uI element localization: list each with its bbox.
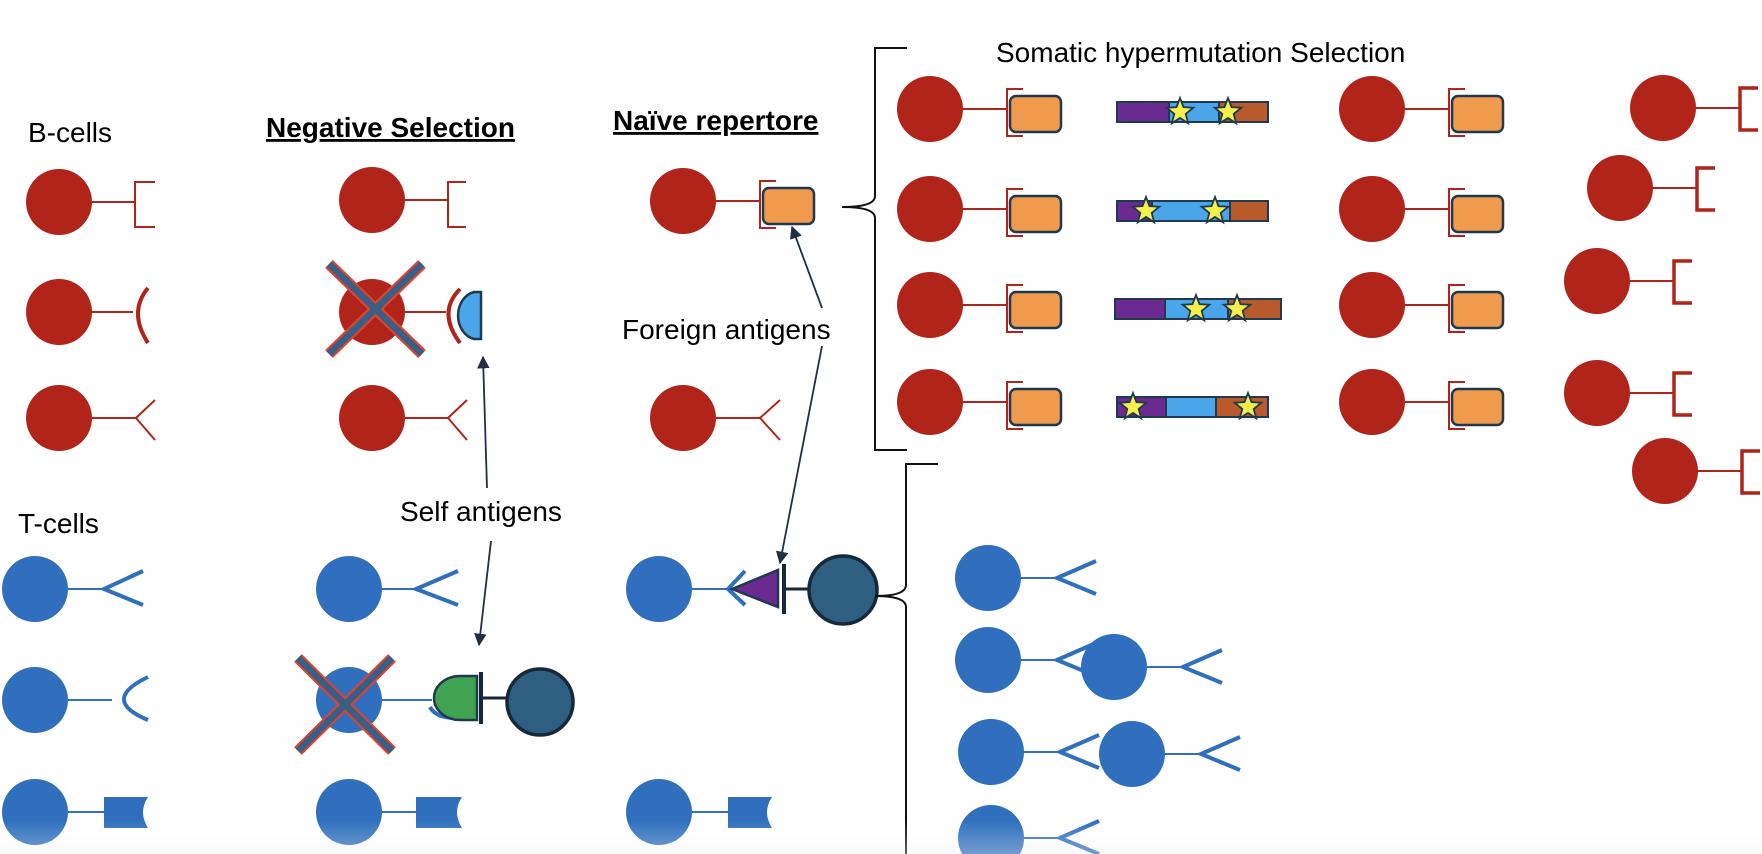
t-cell-notch-receptor [2,779,148,845]
selected-b-cells [1339,76,1505,435]
negative-selection-heading: Negative Selection [266,112,515,143]
neg-t-cell-notch [316,779,462,845]
expanded-t-cell [958,805,1100,854]
cross-mark-icon [325,260,426,358]
foreign-antigens-label: Foreign antigens [622,314,831,345]
somatic-hypermutation-heading: Somatic hypermutation Selection [996,37,1405,68]
foreign-antigen-orange [1450,94,1505,134]
arrow-icon [790,225,823,309]
antigen-presenting-cell [807,554,879,626]
foreign-antigen-orange [1008,194,1063,234]
expanded-t-cell [1099,721,1241,787]
receptor-segment-bar [1116,390,1269,421]
t-cell-curved-receptor [2,667,149,733]
self-antigen-blue [456,290,483,341]
arrow-icon [775,345,823,565]
selected-b-cell [1339,272,1505,338]
selected-b-cell [1339,76,1505,142]
self-antigens-label: Self antigens [400,496,562,527]
star-icon [1117,390,1149,421]
star-icon [1164,95,1196,126]
receptor-segment-bar [1114,292,1282,323]
t-cells-label: T-cells [18,508,99,539]
expanded-t-cell [955,627,1097,693]
hypermutation-b-cell [897,369,1063,435]
neg-b-cell-rejected [325,260,483,358]
neg-t-cell-rejected [294,654,575,755]
cross-mark-icon [294,654,396,755]
far-right-b-cell [1587,155,1715,221]
expanded-t-cell [1081,634,1223,700]
star-icon [1130,194,1162,225]
arrow-icon [477,355,490,489]
self-antigen-green [432,674,479,722]
far-right-b-cell [1630,75,1758,141]
neg-b-cell-y [339,385,468,451]
naive-b-cell-antigen-bound [650,168,816,234]
brace-icon [841,47,907,451]
foreign-antigen-orange [1008,94,1063,134]
far-right-b-cell [1564,360,1692,426]
star-icon [1180,292,1212,323]
b-cell-y-receptor [26,385,156,451]
expanded-t-cell [955,545,1097,611]
receptor-segment-bar [1116,194,1269,225]
star-icon [1221,292,1253,323]
foreign-antigen-orange [1008,387,1063,427]
b-cell-curved-receptor [26,279,150,345]
foreign-antigen-orange [1450,290,1505,330]
hypermutation-b-cell [897,76,1063,142]
hypermutation-segments [1114,95,1282,421]
t-cell-v-receptor [2,556,144,622]
neg-b-cell-bracket [339,167,466,233]
hypermutation-b-cell [897,272,1063,338]
b-cells-label: B-cells [28,117,112,148]
star-icon [1212,95,1244,126]
far-right-b-cell [1632,438,1760,504]
selected-b-cell [1339,176,1505,242]
foreign-antigen-orange [761,186,816,226]
receptor-segment-bar [1116,95,1269,126]
foreign-antigen-orange [1008,290,1063,330]
foreign-antigen-orange [1450,387,1505,427]
hypermutation-b-cells [897,76,1063,435]
foreign-antigen-purple [728,568,780,609]
foreign-antigen-orange [1450,194,1505,234]
star-icon [1232,390,1264,421]
far-right-b-cells [1564,75,1760,504]
b-cell-bracket-receptor [26,169,155,235]
brace-icon [874,463,938,854]
naive-t-cell-notch [626,779,772,845]
naive-t-cell-foreign-bound [626,554,879,626]
naive-b-cell-y [650,385,781,451]
arrow-icon [474,540,492,647]
hypermutation-b-cell [897,176,1063,242]
naive-repertoire-heading: Naïve repertore [613,105,818,136]
neg-t-cell-v [316,556,459,622]
antigen-presenting-cell [505,667,575,737]
far-right-b-cell [1564,248,1692,314]
star-icon [1199,194,1231,225]
expanded-t-cells [955,545,1241,854]
selected-b-cell [1339,369,1505,435]
expanded-t-cell [958,719,1100,785]
